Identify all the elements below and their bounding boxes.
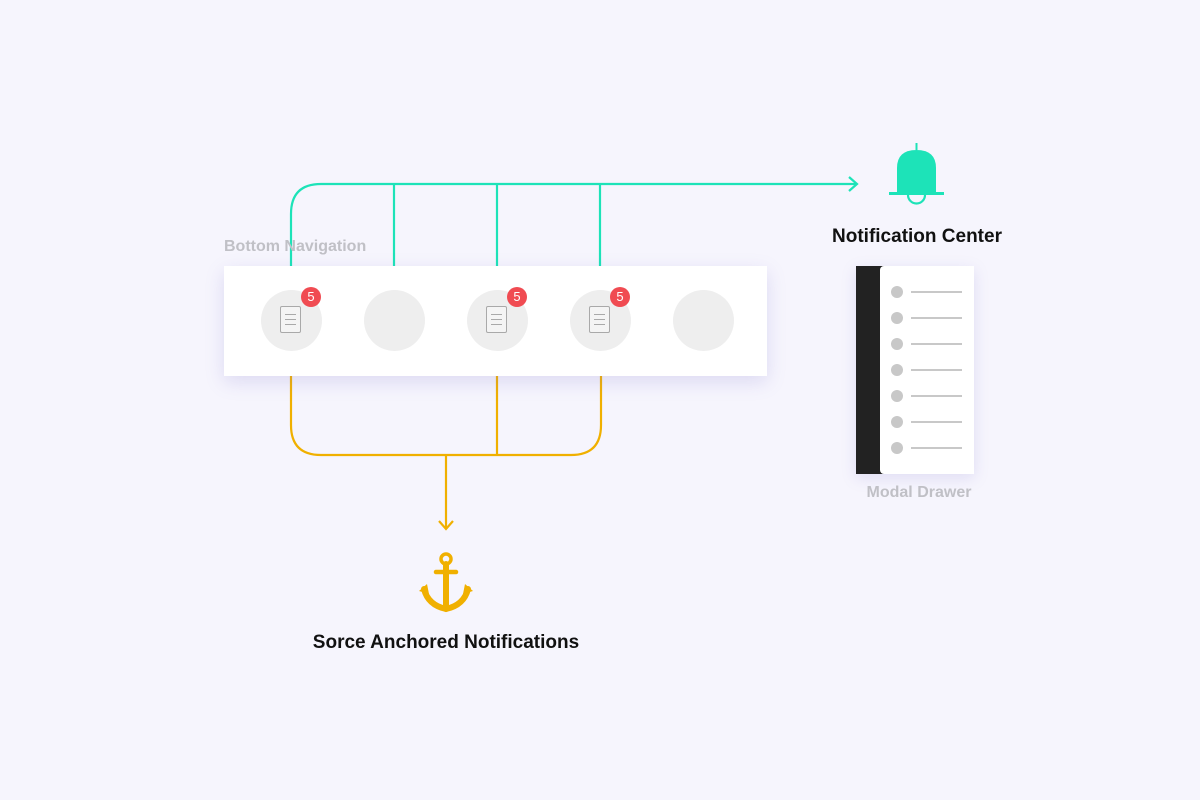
notification-center-title: Notification Center xyxy=(832,226,1002,247)
drawer-list-item xyxy=(891,442,963,454)
drawer-list-item xyxy=(891,364,963,376)
drawer-list-item xyxy=(891,312,963,324)
document-icon xyxy=(589,306,610,333)
nav-item-2[interactable] xyxy=(364,290,425,351)
notification-badge: 5 xyxy=(610,287,630,307)
drawer-list-item xyxy=(891,338,963,350)
teal-arrowhead xyxy=(848,176,859,192)
nav-item-3[interactable]: 5 xyxy=(467,287,528,351)
notification-badge: 5 xyxy=(507,287,527,307)
anchored-notifications-title: Sorce Anchored Notifications xyxy=(312,632,580,653)
bell-icon xyxy=(889,143,944,205)
drawer-list-item xyxy=(891,416,963,428)
modal-drawer xyxy=(856,266,974,474)
bottom-navigation-bar: 5 5 5 xyxy=(224,266,767,376)
drawer-list-item xyxy=(891,390,963,402)
nav-item-1[interactable]: 5 xyxy=(261,287,322,351)
drawer-list-item xyxy=(891,286,963,298)
document-icon xyxy=(486,306,507,333)
amber-arrowhead xyxy=(438,520,454,531)
notification-badge: 5 xyxy=(301,287,321,307)
drawer-panel xyxy=(880,266,974,474)
document-icon xyxy=(280,306,301,333)
nav-item-5[interactable] xyxy=(673,290,734,351)
nav-item-4[interactable]: 5 xyxy=(570,287,631,351)
bottom-navigation-label: Bottom Navigation xyxy=(224,238,367,255)
anchor-icon xyxy=(419,552,473,613)
modal-drawer-label: Modal Drawer xyxy=(866,484,972,501)
